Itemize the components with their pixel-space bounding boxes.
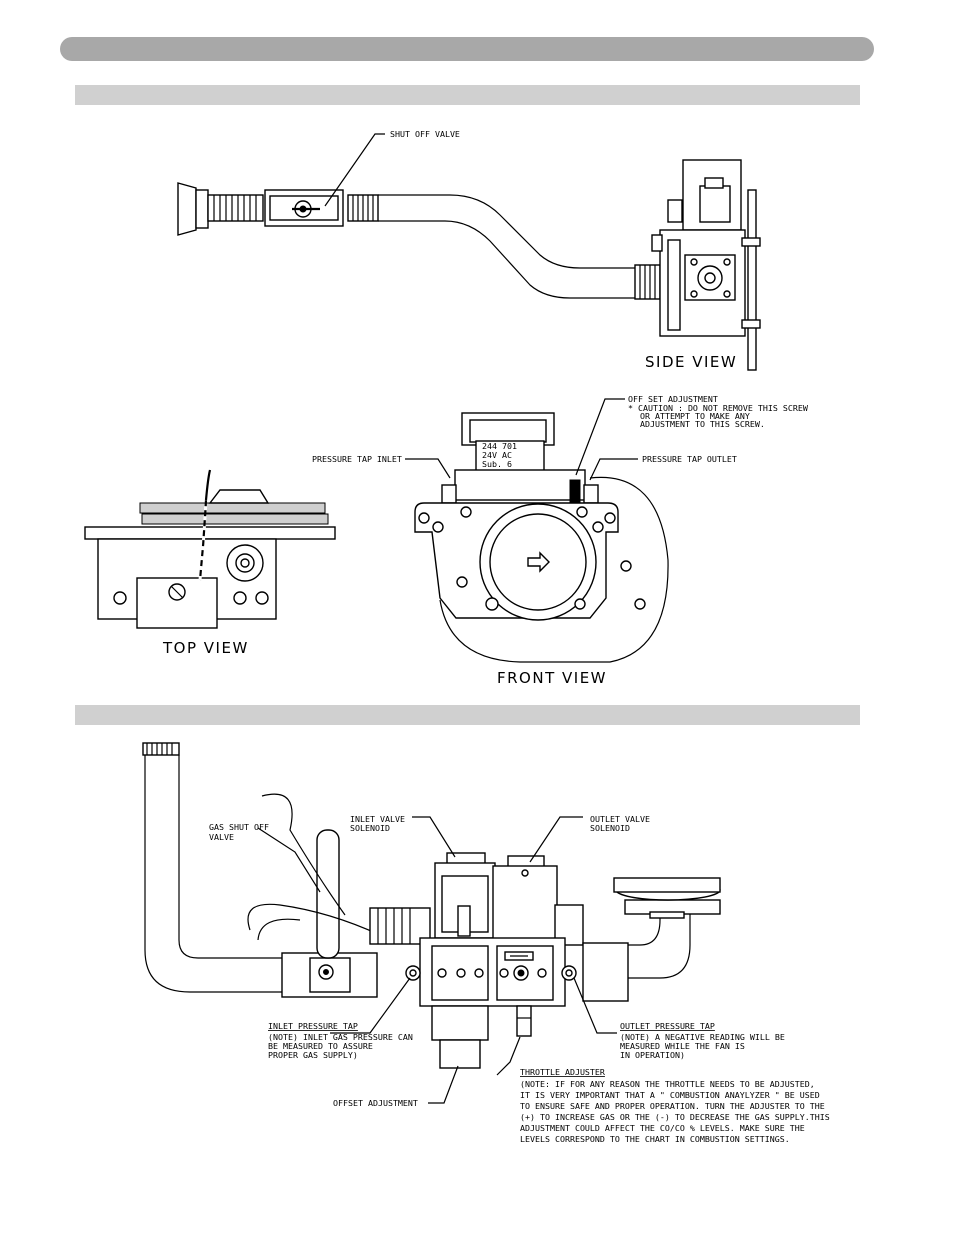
valve-plate-text-2: 24V AC: [482, 450, 512, 460]
outlet-pressure-tap-label-4: IN OPERATION): [620, 1050, 685, 1060]
throttle-adjuster-note-2: IT IS VERY IMPORTANT THAT A " COMBUSTION…: [520, 1090, 820, 1100]
offset-adjustment-caution-line2: * CAUTION : DO NOT REMOVE THIS SCREW: [628, 403, 808, 413]
outlet-valve-solenoid-label-1: OUTLET VALVE: [590, 814, 650, 824]
pressure-tap-outlet-label: PRESSURE TAP OUTLET: [642, 454, 737, 464]
pressure-tap-inlet-label: PRESSURE TAP INLET: [312, 454, 402, 464]
page-header-bar: [60, 37, 874, 61]
outlet-pressure-tap-label-2: (NOTE) A NEGATIVE READING WILL BE: [620, 1032, 785, 1042]
outlet-pressure-tap-label-3: MEASURED WHILE THE FAN IS: [620, 1041, 745, 1051]
front-view-title: FRONT VIEW: [497, 669, 607, 687]
valve-assembly-drawing: [142, 742, 721, 1104]
inlet-valve-solenoid-label-1: INLET VALVE: [350, 814, 405, 824]
valve-plate-text-3: Sub. 6: [482, 459, 512, 469]
inlet-valve-solenoid-label-2: SOLENOID: [350, 823, 390, 833]
throttle-adjuster-note-4: (+) TO INCREASE GAS OR THE (-) TO DECREA…: [520, 1112, 830, 1122]
top-view-title: TOP VIEW: [162, 639, 249, 657]
outlet-valve-solenoid-label-2: SOLENOID: [590, 823, 630, 833]
gas-shut-off-valve-label-1: GAS SHUT OFF: [209, 822, 269, 832]
offset-adjustment-label: OFFSET ADJUSTMENT: [333, 1098, 418, 1108]
throttle-adjuster-note-3: TO ENSURE SAFE AND PROPER OPERATION. TUR…: [520, 1101, 825, 1111]
throttle-adjuster-note-6: LEVELS CORRESPOND TO THE CHART IN COMBUS…: [520, 1134, 790, 1144]
section-band-top: [75, 85, 860, 105]
shut-off-valve-label: SHUT OFF VALVE: [390, 129, 460, 139]
inlet-pressure-tap-label-1: INLET PRESSURE TAP: [268, 1021, 358, 1031]
throttle-adjuster-note-5: ADJUSTMENT COULD AFFECT THE CO/CO % LEVE…: [520, 1123, 805, 1133]
section-band-bottom: [75, 705, 860, 725]
outlet-pressure-tap-label-1: OUTLET PRESSURE TAP: [620, 1021, 715, 1031]
gas-shut-off-valve-label-2: VALVE: [209, 832, 234, 842]
front-view-drawing: 244 701 24V AC Sub. 6: [405, 398, 669, 663]
inlet-pressure-tap-label-4: PROPER GAS SUPPLY): [268, 1050, 358, 1060]
offset-adjustment-caution-line1: OFF SET ADJUSTMENT: [628, 394, 718, 404]
top-view-drawing: [84, 469, 336, 629]
inlet-pressure-tap-label-3: BE MEASURED TO ASSURE: [268, 1041, 373, 1051]
throttle-adjuster-title: THROTTLE ADJUSTER: [520, 1067, 605, 1077]
valve-plate-text-1: 244 701: [482, 441, 517, 451]
offset-adjustment-caution-line4: ADJUSTMENT TO THIS SCREW.: [640, 419, 765, 429]
throttle-adjuster-note-1: (NOTE: IF FOR ANY REASON THE THROTTLE NE…: [520, 1079, 815, 1089]
side-view-title: SIDE VIEW: [645, 353, 737, 371]
side-view-drawing: [177, 133, 761, 371]
inlet-pressure-tap-label-2: (NOTE) INLET GAS PRESSURE CAN: [268, 1032, 413, 1042]
offset-adjustment-caution-line3: OR ATTEMPT TO MAKE ANY: [640, 411, 750, 421]
